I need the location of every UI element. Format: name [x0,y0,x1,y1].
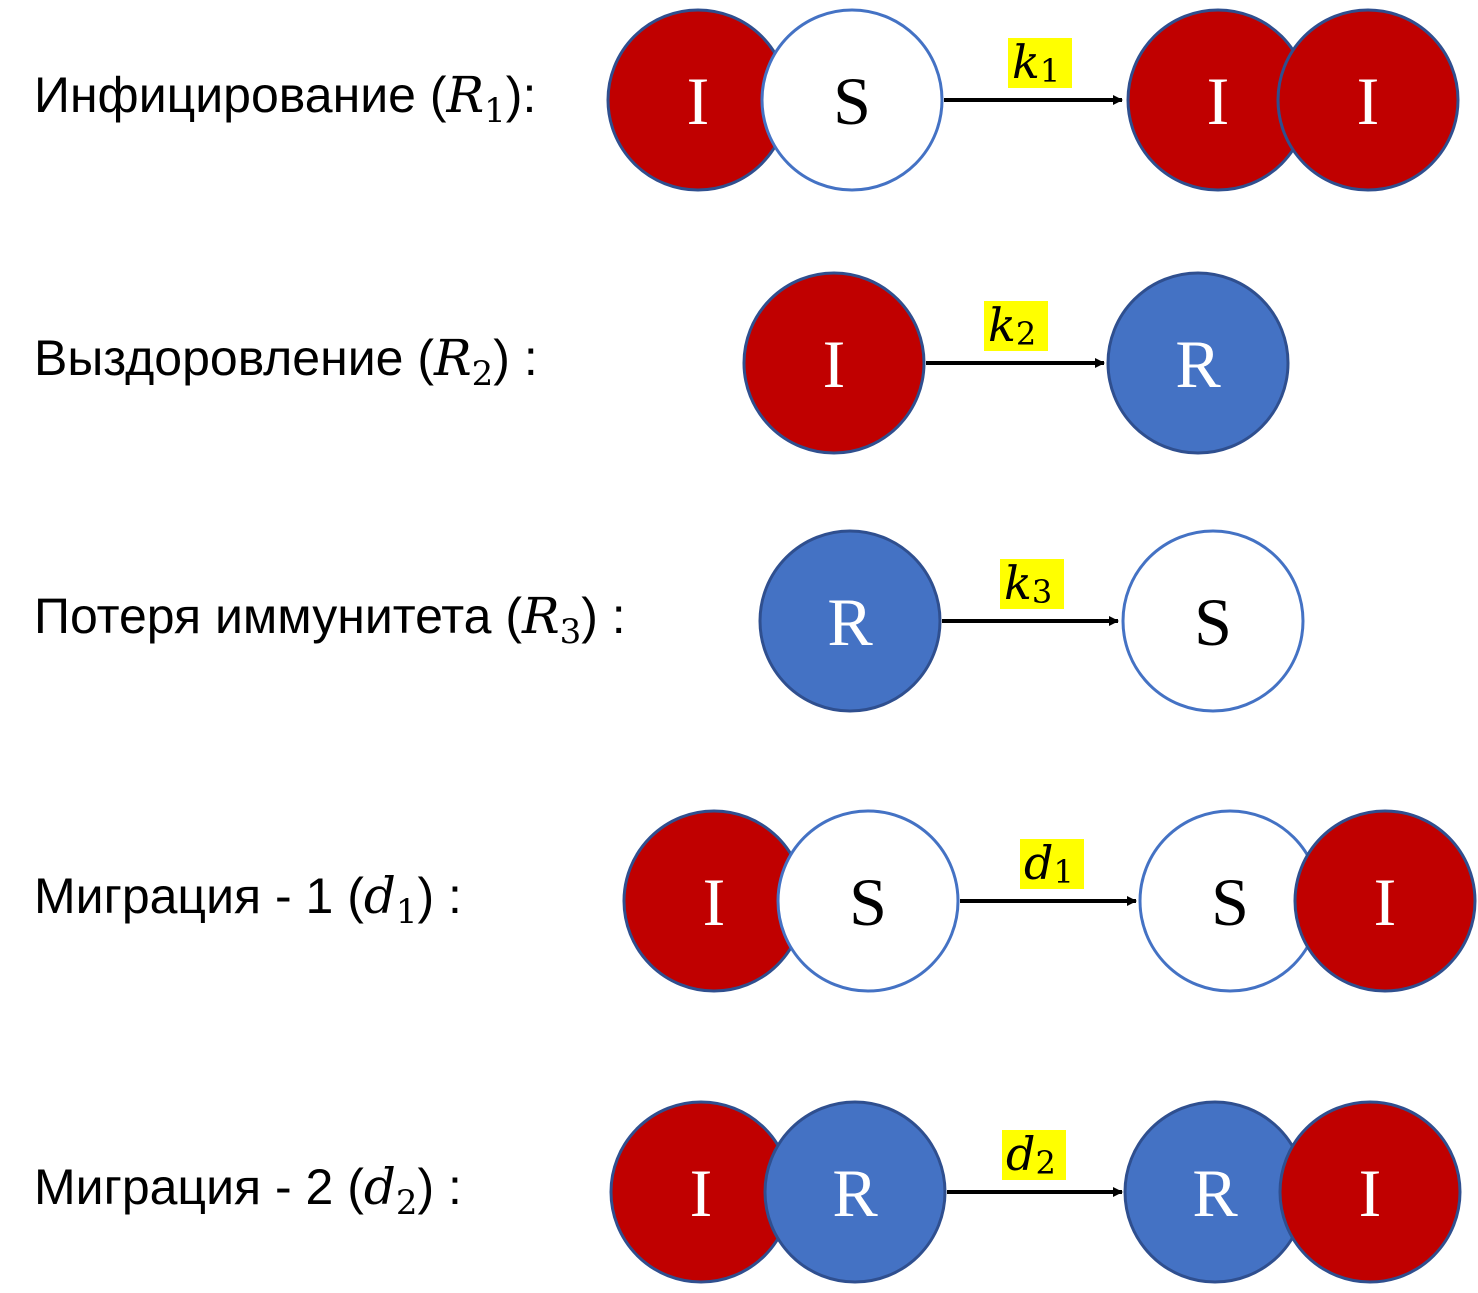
reaction-symbol-sub: 2 [396,1183,418,1223]
product-R-node-circle [1106,271,1290,455]
reaction-label-end: ) : [418,1159,462,1215]
reactant-S-node: S [760,8,944,192]
rate-highlight [984,301,1048,351]
rate-label: k3 [1000,556,1064,611]
reaction-label: Потеря иммунитета (R3) : [34,587,626,652]
product-S-node-letter: S [1211,864,1249,940]
reactant-R-node-letter: R [832,1155,878,1231]
reaction-symbol: d [364,1158,396,1216]
rate-highlight [1000,559,1064,609]
reactant-I-node-letter: I [703,864,726,940]
product-S-node: S [1138,809,1322,993]
reactant-R-node-circle [758,529,942,713]
reactant-R-node: R [763,1100,947,1284]
reactant-S-node: S [776,809,960,993]
reactant-R-node-letter: R [827,584,873,660]
reactant-I-node: I [742,271,926,455]
reaction-symbol-sub: 1 [484,91,506,131]
reaction-label: Миграция - 1 (d1) : [34,867,462,932]
reactant-I-node-letter: I [823,326,846,402]
product-I-node-letter: I [1374,864,1397,940]
product-S-node: S [1121,529,1305,713]
product-R-node-letter: R [1192,1155,1238,1231]
product-I-node-circle [1276,8,1460,192]
reactant-I-node-circle [742,271,926,455]
rate-label: d1 [1020,836,1084,891]
reaction-symbol: R [446,66,485,124]
rate-symbol: k3 [1004,556,1052,611]
product-S-node-circle [1121,529,1305,713]
reaction-label-end: ) : [418,868,462,924]
reaction-label: Миграция - 2 (d2) : [34,1158,462,1223]
reactant-I-node-letter: I [690,1155,713,1231]
rate-label: d2 [1002,1127,1066,1182]
rate-highlight [1002,1130,1066,1180]
product-I-node-letter: I [1357,63,1380,139]
product-I-node-circle [1293,809,1477,993]
reactant-R-node: R [758,529,942,713]
reactant-S-node-letter: S [849,864,887,940]
reaction-symbol: d [364,867,396,925]
rate-highlight [1020,839,1084,889]
reactant-S-node-circle [760,8,944,192]
rate-symbol: k2 [988,298,1036,353]
reaction-symbol: R [433,329,472,387]
product-R-node: R [1106,271,1290,455]
reactant-R-node-circle [763,1100,947,1284]
reaction-label: Инфицирование (R1): [34,66,536,131]
reactant-S-node-letter: S [833,63,871,139]
rate-highlight [1008,38,1072,88]
rate-label: k1 [1008,35,1072,90]
product-I-node-circle [1278,1100,1462,1284]
reaction-label-text: Выздоровление ( [34,330,434,386]
rate-label: k2 [984,298,1048,353]
reactant-S-node-circle [776,809,960,993]
reaction-symbol-sub: 1 [396,892,418,932]
reaction-label-end: ) : [581,588,625,644]
product-I-node-letter: I [1359,1155,1382,1231]
product-R-node-letter: R [1175,326,1221,402]
reaction-label-text: Миграция - 2 ( [34,1159,364,1215]
reactant-I-node-letter: I [687,63,710,139]
reaction-symbol-sub: 2 [472,354,494,394]
rate-symbol: d2 [1006,1127,1056,1182]
reaction-label-end: ): [506,67,537,123]
reaction-symbol: R [521,587,560,645]
reaction-label-text: Потеря иммунитета ( [34,588,522,644]
reaction-label-end: ) : [493,330,537,386]
product-I-node: I [1276,8,1460,192]
product-S-node-letter: S [1194,584,1232,660]
reaction-label: Выздоровление (R2) : [34,329,538,394]
reaction-symbol-sub: 3 [560,612,582,652]
product-I-node-letter: I [1207,63,1230,139]
product-R-node: R [1123,1100,1307,1284]
rate-symbol: d1 [1024,836,1074,891]
product-I-node: I [1293,809,1477,993]
product-I-node: I [1126,8,1310,192]
rate-symbol: k1 [1012,35,1060,90]
product-I-node: I [1278,1100,1462,1284]
reaction-label-text: Инфицирование ( [34,67,447,123]
reaction-label-text: Миграция - 1 ( [34,868,364,924]
